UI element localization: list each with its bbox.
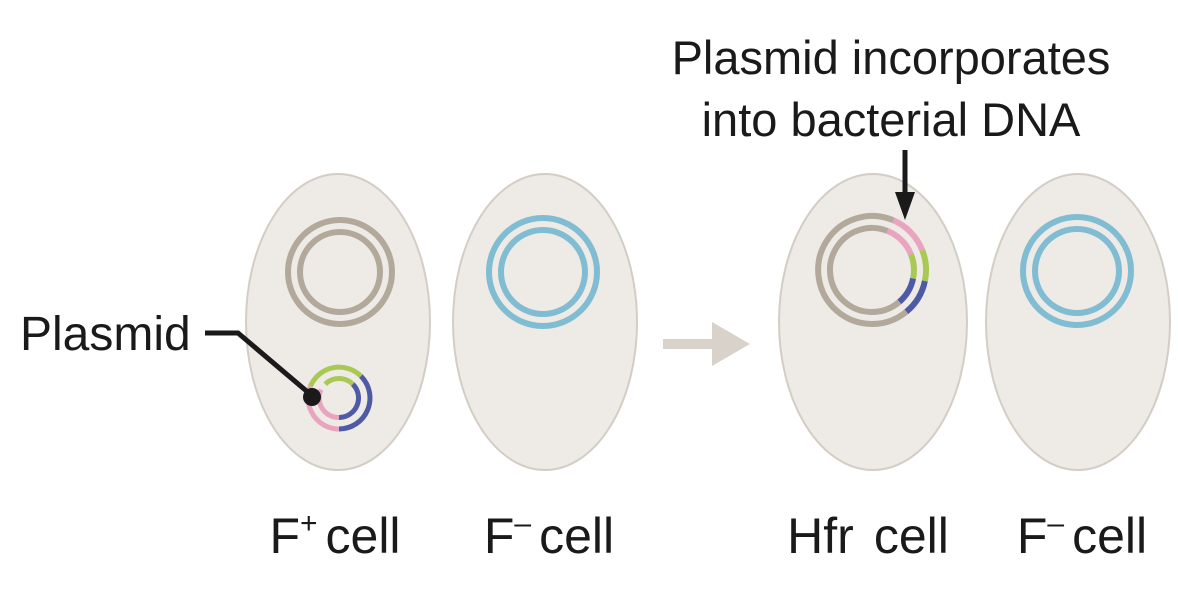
cell-label-f-plus: F+cell xyxy=(269,507,400,564)
hfr-cell xyxy=(778,173,968,471)
plasmid-arc-blue-outer xyxy=(338,374,373,432)
chromosome-double-ring xyxy=(1020,214,1134,328)
chromosome-ring-outer xyxy=(285,217,395,327)
chromosome-ring-inner xyxy=(1032,226,1122,316)
cell-label-prefix: F xyxy=(484,508,515,564)
down-arrow-icon xyxy=(895,150,915,220)
plasmid-leader-line xyxy=(205,330,312,396)
chromosome-arc-outer xyxy=(815,212,909,327)
cell-label-superscript: + xyxy=(300,507,318,540)
integrated-plasmid-blue-inner xyxy=(897,277,917,305)
incorporation-label-line1: Plasmid incorporates xyxy=(672,31,1111,84)
integrated-plasmid-green-inner xyxy=(908,253,917,280)
f-plus-cell xyxy=(245,173,431,471)
chromosome-arc-inner xyxy=(826,224,902,315)
cell-label-suffix: cell xyxy=(326,508,401,564)
chromosome-ring-outer xyxy=(486,215,600,329)
cell-label-prefix: Hfr xyxy=(787,508,854,564)
cell-label-suffix: cell xyxy=(874,508,949,564)
integrated-plasmid-pink-outer xyxy=(892,217,925,252)
cell-label-superscript: – xyxy=(1047,507,1064,540)
chromosome-ring-inner xyxy=(498,227,588,317)
f-minus-cell-right xyxy=(985,173,1171,471)
arrow-shaft xyxy=(663,339,715,349)
integrated-plasmid-pink-inner xyxy=(886,228,914,256)
chromosome-double-ring xyxy=(486,215,600,329)
plasmid-leader-dot xyxy=(303,388,321,406)
chromosome-ring-inner xyxy=(297,229,383,315)
f-minus-cell-left xyxy=(452,173,638,471)
chromosome-double-ring xyxy=(285,217,395,327)
cell-label-superscript: – xyxy=(514,507,531,540)
integrated-chromosome xyxy=(815,212,930,327)
pointer-head xyxy=(895,192,915,220)
arrow-head xyxy=(712,322,750,366)
plasmid-label: Plasmid xyxy=(20,308,191,361)
cell-label-suffix: cell xyxy=(539,508,614,564)
cell-label-prefix: F xyxy=(269,508,300,564)
plasmid-arc-green-inner xyxy=(323,376,355,387)
plasmid-callout: Plasmid xyxy=(20,308,321,406)
cell-label-prefix: F xyxy=(1017,508,1048,564)
cell-label-f-minus-right: F–cell xyxy=(1017,507,1147,564)
cell-label-f-minus-left: F–cell xyxy=(484,507,614,564)
integrated-plasmid-green-outer xyxy=(919,248,930,282)
plasmid-arc-green-outer xyxy=(308,364,363,387)
right-arrow-icon xyxy=(663,322,750,366)
chromosome-ring-outer xyxy=(1020,214,1134,328)
incorporation-label-line2: into bacterial DNA xyxy=(702,93,1081,146)
integrated-plasmid-blue-outer xyxy=(904,280,928,315)
incorporation-callout: Plasmid incorporates into bacterial DNA xyxy=(672,31,1111,220)
cell-label-suffix: cell xyxy=(1072,508,1147,564)
plasmid-arc-blue-inner xyxy=(338,382,361,420)
